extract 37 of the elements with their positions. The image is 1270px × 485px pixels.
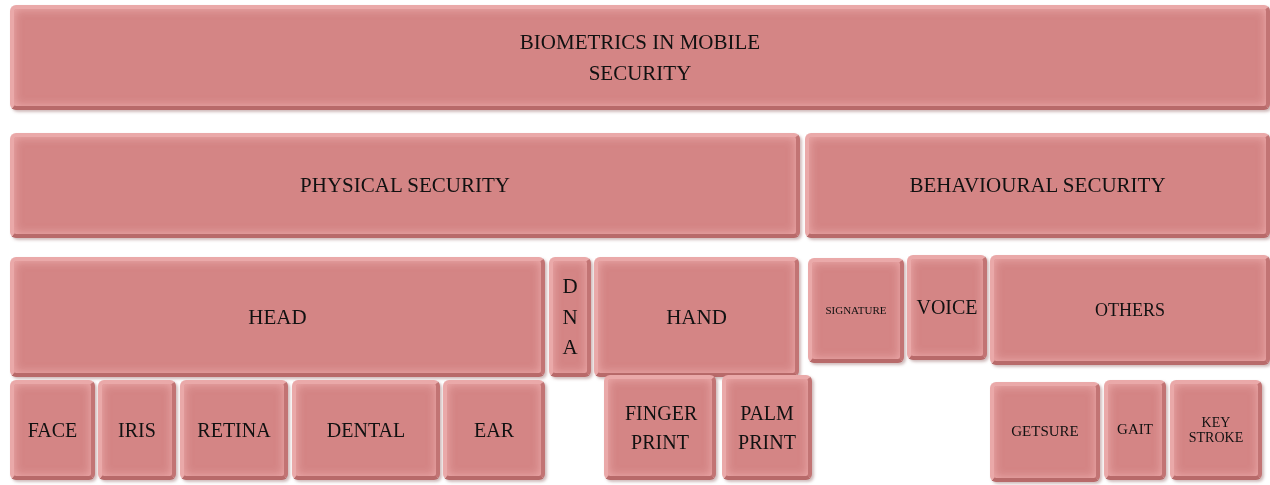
- category-label: PALM PRINT: [737, 400, 797, 455]
- category-box: [722, 375, 812, 480]
- category-box: [10, 133, 800, 238]
- category-box: [907, 255, 987, 360]
- category-label: SIGNATURE: [825, 302, 887, 318]
- category-label: GAIT: [1117, 420, 1153, 440]
- category-box: [1170, 380, 1262, 480]
- category-label: FACE: [27, 417, 78, 443]
- category-label: KEY STROKE: [1187, 414, 1245, 446]
- category-box: [443, 380, 545, 480]
- category-box: [10, 380, 95, 480]
- category-box: [808, 258, 904, 363]
- category-label: HEAD: [248, 303, 307, 331]
- category-box: [292, 380, 440, 480]
- category-label: IRIS: [118, 417, 156, 443]
- category-label: EAR: [474, 417, 514, 443]
- category-label: HAND: [666, 303, 727, 331]
- category-label: RETINA: [197, 417, 271, 443]
- category-box: [1104, 380, 1166, 480]
- category-box: [549, 257, 591, 377]
- category-label: DENTAL: [326, 417, 406, 443]
- category-label: OTHERS: [1095, 298, 1165, 322]
- category-label: VOICE: [916, 295, 978, 320]
- category-box: [805, 133, 1270, 238]
- category-box: [604, 375, 716, 480]
- category-box: [180, 380, 288, 480]
- category-label: GETSURE: [1011, 422, 1079, 442]
- category-label: BEHAVIOURAL SECURITY: [909, 172, 1166, 200]
- category-label: PHYSICAL SECURITY: [300, 172, 510, 200]
- category-box: [594, 257, 799, 377]
- category-box: [10, 5, 1270, 110]
- category-box: [990, 255, 1270, 365]
- category-box: [10, 257, 545, 377]
- category-box: [990, 382, 1100, 482]
- category-box: [98, 380, 176, 480]
- category-label: BIOMETRICS IN MOBILE SECURITY: [518, 29, 762, 87]
- category-label: DNA: [562, 273, 578, 362]
